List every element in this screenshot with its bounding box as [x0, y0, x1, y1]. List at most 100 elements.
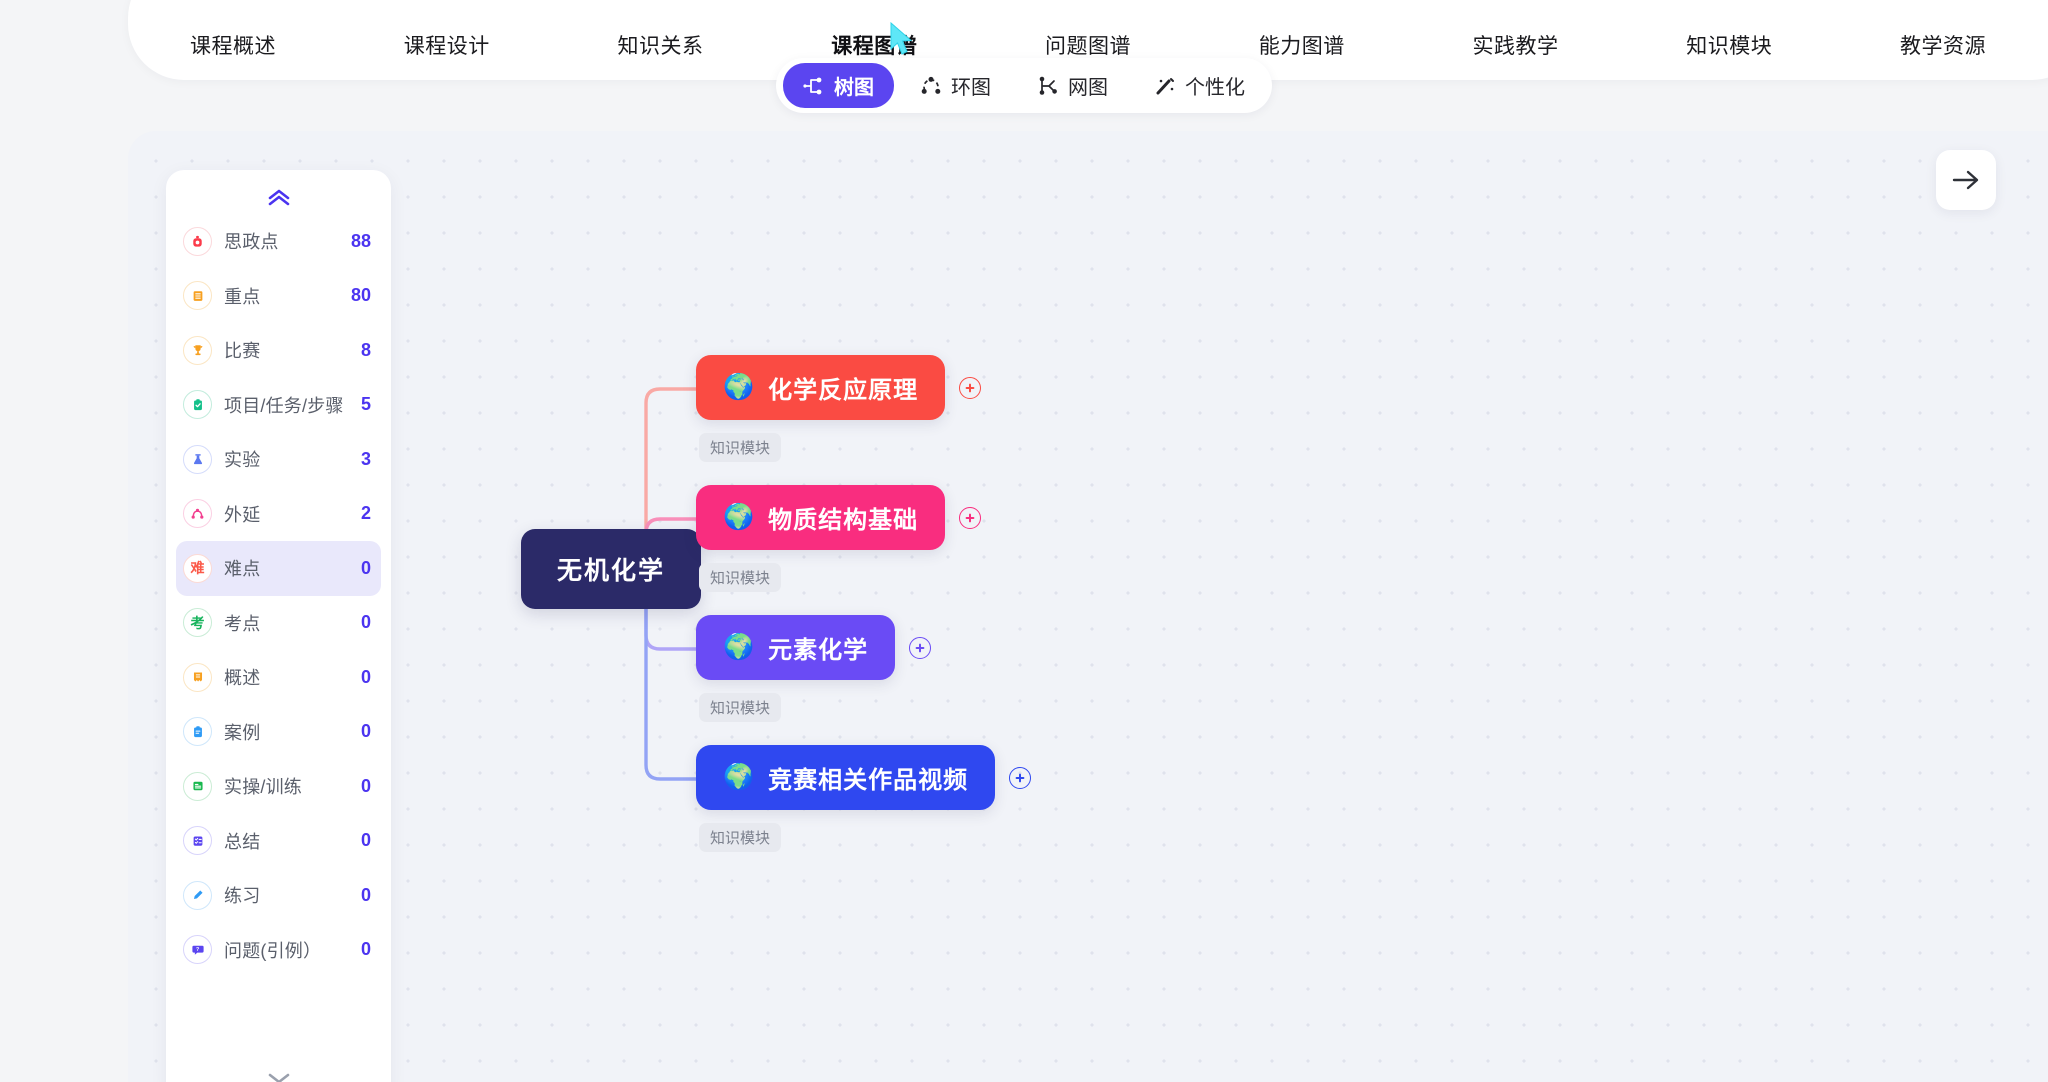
stat-label: 外延: [224, 504, 261, 525]
chevron-down-icon: [268, 1073, 289, 1082]
book-icon: [183, 281, 212, 311]
tree-icon: [803, 76, 825, 96]
question-bubble-icon: ?: [183, 935, 212, 965]
node-type-tag[interactable]: 知识模块: [699, 693, 782, 722]
view-mode-树图[interactable]: 树图: [783, 63, 894, 108]
tree-edges: [644, 387, 698, 781]
nav-tab-2[interactable]: 知识关系: [617, 35, 704, 58]
stat-row-实验[interactable]: 实验 3: [176, 432, 381, 487]
node-type-tag[interactable]: 知识模块: [699, 433, 782, 462]
view-mode-环图[interactable]: 环图: [900, 63, 1011, 108]
nav-tab-list: 课程概述课程设计知识关系课程图谱问题图谱能力图谱实践教学知识模块教学资源: [128, 26, 2048, 64]
add-child-node-button[interactable]: [1009, 766, 1032, 789]
view-mode-网图[interactable]: 网图: [1017, 63, 1128, 108]
stat-label: 实验: [224, 450, 261, 471]
nav-tab-8[interactable]: 教学资源: [1900, 35, 1986, 58]
pencil-icon: [183, 880, 212, 910]
view-mode-个性化[interactable]: 个性化: [1134, 63, 1265, 108]
globe-icon: 🌍: [723, 633, 756, 661]
graph-node-box[interactable]: 🌍竞赛相关作品视频: [696, 745, 996, 810]
magic-wand-icon: [1154, 76, 1176, 96]
stat-label: 案例: [224, 722, 261, 743]
stat-label: 思政点: [224, 232, 279, 253]
node-type-tag[interactable]: 知识模块: [699, 563, 782, 592]
stat-row-比赛[interactable]: 比赛 8: [176, 323, 381, 378]
view-mode-label: 网图: [1068, 77, 1108, 99]
stat-label: 重点: [224, 286, 261, 307]
graph-node-box[interactable]: 🌍 化学反应原理: [696, 355, 946, 420]
stat-count: 5: [360, 394, 371, 415]
stat-label: 实操/训练: [224, 777, 303, 798]
chevron-double-up-icon: [268, 189, 289, 206]
next-page-button[interactable]: [1936, 150, 1996, 210]
nav-tab-5[interactable]: 能力图谱: [1258, 35, 1345, 58]
network-icon: [1037, 76, 1059, 96]
add-child-node-button[interactable]: [959, 506, 982, 529]
nan-char-icon: 难: [183, 553, 212, 583]
nav-tab-0[interactable]: 课程概述: [190, 35, 276, 58]
summary-icon: [183, 662, 212, 692]
stat-row-思政点[interactable]: 思政点 88: [176, 214, 381, 269]
stat-row-重点[interactable]: 重点 80: [176, 269, 381, 324]
node-type-tag[interactable]: 知识模块: [699, 823, 782, 852]
view-mode-label: 树图: [834, 77, 874, 99]
add-child-node-button[interactable]: [909, 636, 932, 659]
node-link-icon: [183, 499, 212, 529]
stat-label: 项目/任务/步骤: [224, 395, 344, 416]
nav-tab-7[interactable]: 知识模块: [1686, 35, 1773, 58]
alarm-icon: [183, 226, 212, 256]
graph-node-label: 物质结构基础: [768, 507, 919, 534]
graph-node-box[interactable]: 🌍元素化学: [696, 615, 896, 680]
globe-icon: 🌍: [723, 763, 756, 791]
stat-count: 2: [360, 503, 371, 524]
stat-label: 总结: [224, 831, 261, 852]
clipboard-check-icon: [183, 390, 212, 420]
stat-count: 80: [350, 285, 371, 306]
stat-label: 练习: [224, 886, 261, 907]
stat-row-项目/任务/步骤[interactable]: 项目/任务/步骤 5: [176, 378, 381, 433]
ring-icon: [920, 76, 942, 96]
checklist-icon: [183, 826, 212, 856]
stat-label: 考点: [224, 613, 261, 634]
stat-row-案例[interactable]: 案例 0: [176, 705, 381, 760]
stat-count: 0: [360, 939, 371, 960]
stat-count: 0: [360, 721, 371, 742]
add-child-node-button[interactable]: [959, 376, 982, 399]
nav-tab-1[interactable]: 课程设计: [403, 35, 490, 58]
stat-count: 0: [360, 775, 371, 796]
expand-down-button[interactable]: [166, 1056, 391, 1082]
stat-label: 比赛: [224, 341, 261, 362]
globe-icon: 🌍: [723, 373, 756, 401]
view-mode-toolbar-wrap: 树图 环图 网图 个性化: [0, 58, 2048, 113]
graph-node-box[interactable]: 🌍物质结构基础: [696, 485, 946, 550]
collapse-up-button[interactable]: [166, 182, 391, 214]
stat-row-实操/训练[interactable]: 实操/训练 0: [176, 759, 381, 814]
stat-row-外延[interactable]: 外延 2: [176, 487, 381, 542]
stat-label: 问题(引例）: [224, 940, 322, 961]
stat-count: 3: [360, 448, 371, 469]
stat-count: 8: [360, 339, 371, 360]
graph-node-3: 🌍竞赛相关作品视频: [696, 745, 1032, 810]
stat-row-问题(引例）[interactable]: ? 问题(引例） 0: [176, 923, 381, 978]
graph-node-label: 化学反应原理: [768, 377, 919, 404]
stat-label: 概述: [224, 668, 261, 689]
nav-tab-4[interactable]: 问题图谱: [1045, 35, 1131, 58]
training-icon: [183, 771, 212, 801]
root-node[interactable]: 无机化学: [521, 529, 702, 609]
stat-count: 88: [350, 230, 371, 251]
tree-edge-3: [644, 583, 698, 781]
nav-tab-6[interactable]: 实践教学: [1472, 35, 1559, 58]
case-clipboard-icon: [183, 717, 212, 747]
graph-node-0: 🌍 化学反应原理: [696, 355, 982, 420]
svg-text:?: ?: [196, 947, 199, 953]
tree-graph-layer: 无机化学 🌍化学反应原理知识模块🌍物质结构基础知识模块🌍元素化学知识模块🌍竞赛相…: [128, 131, 2048, 1082]
